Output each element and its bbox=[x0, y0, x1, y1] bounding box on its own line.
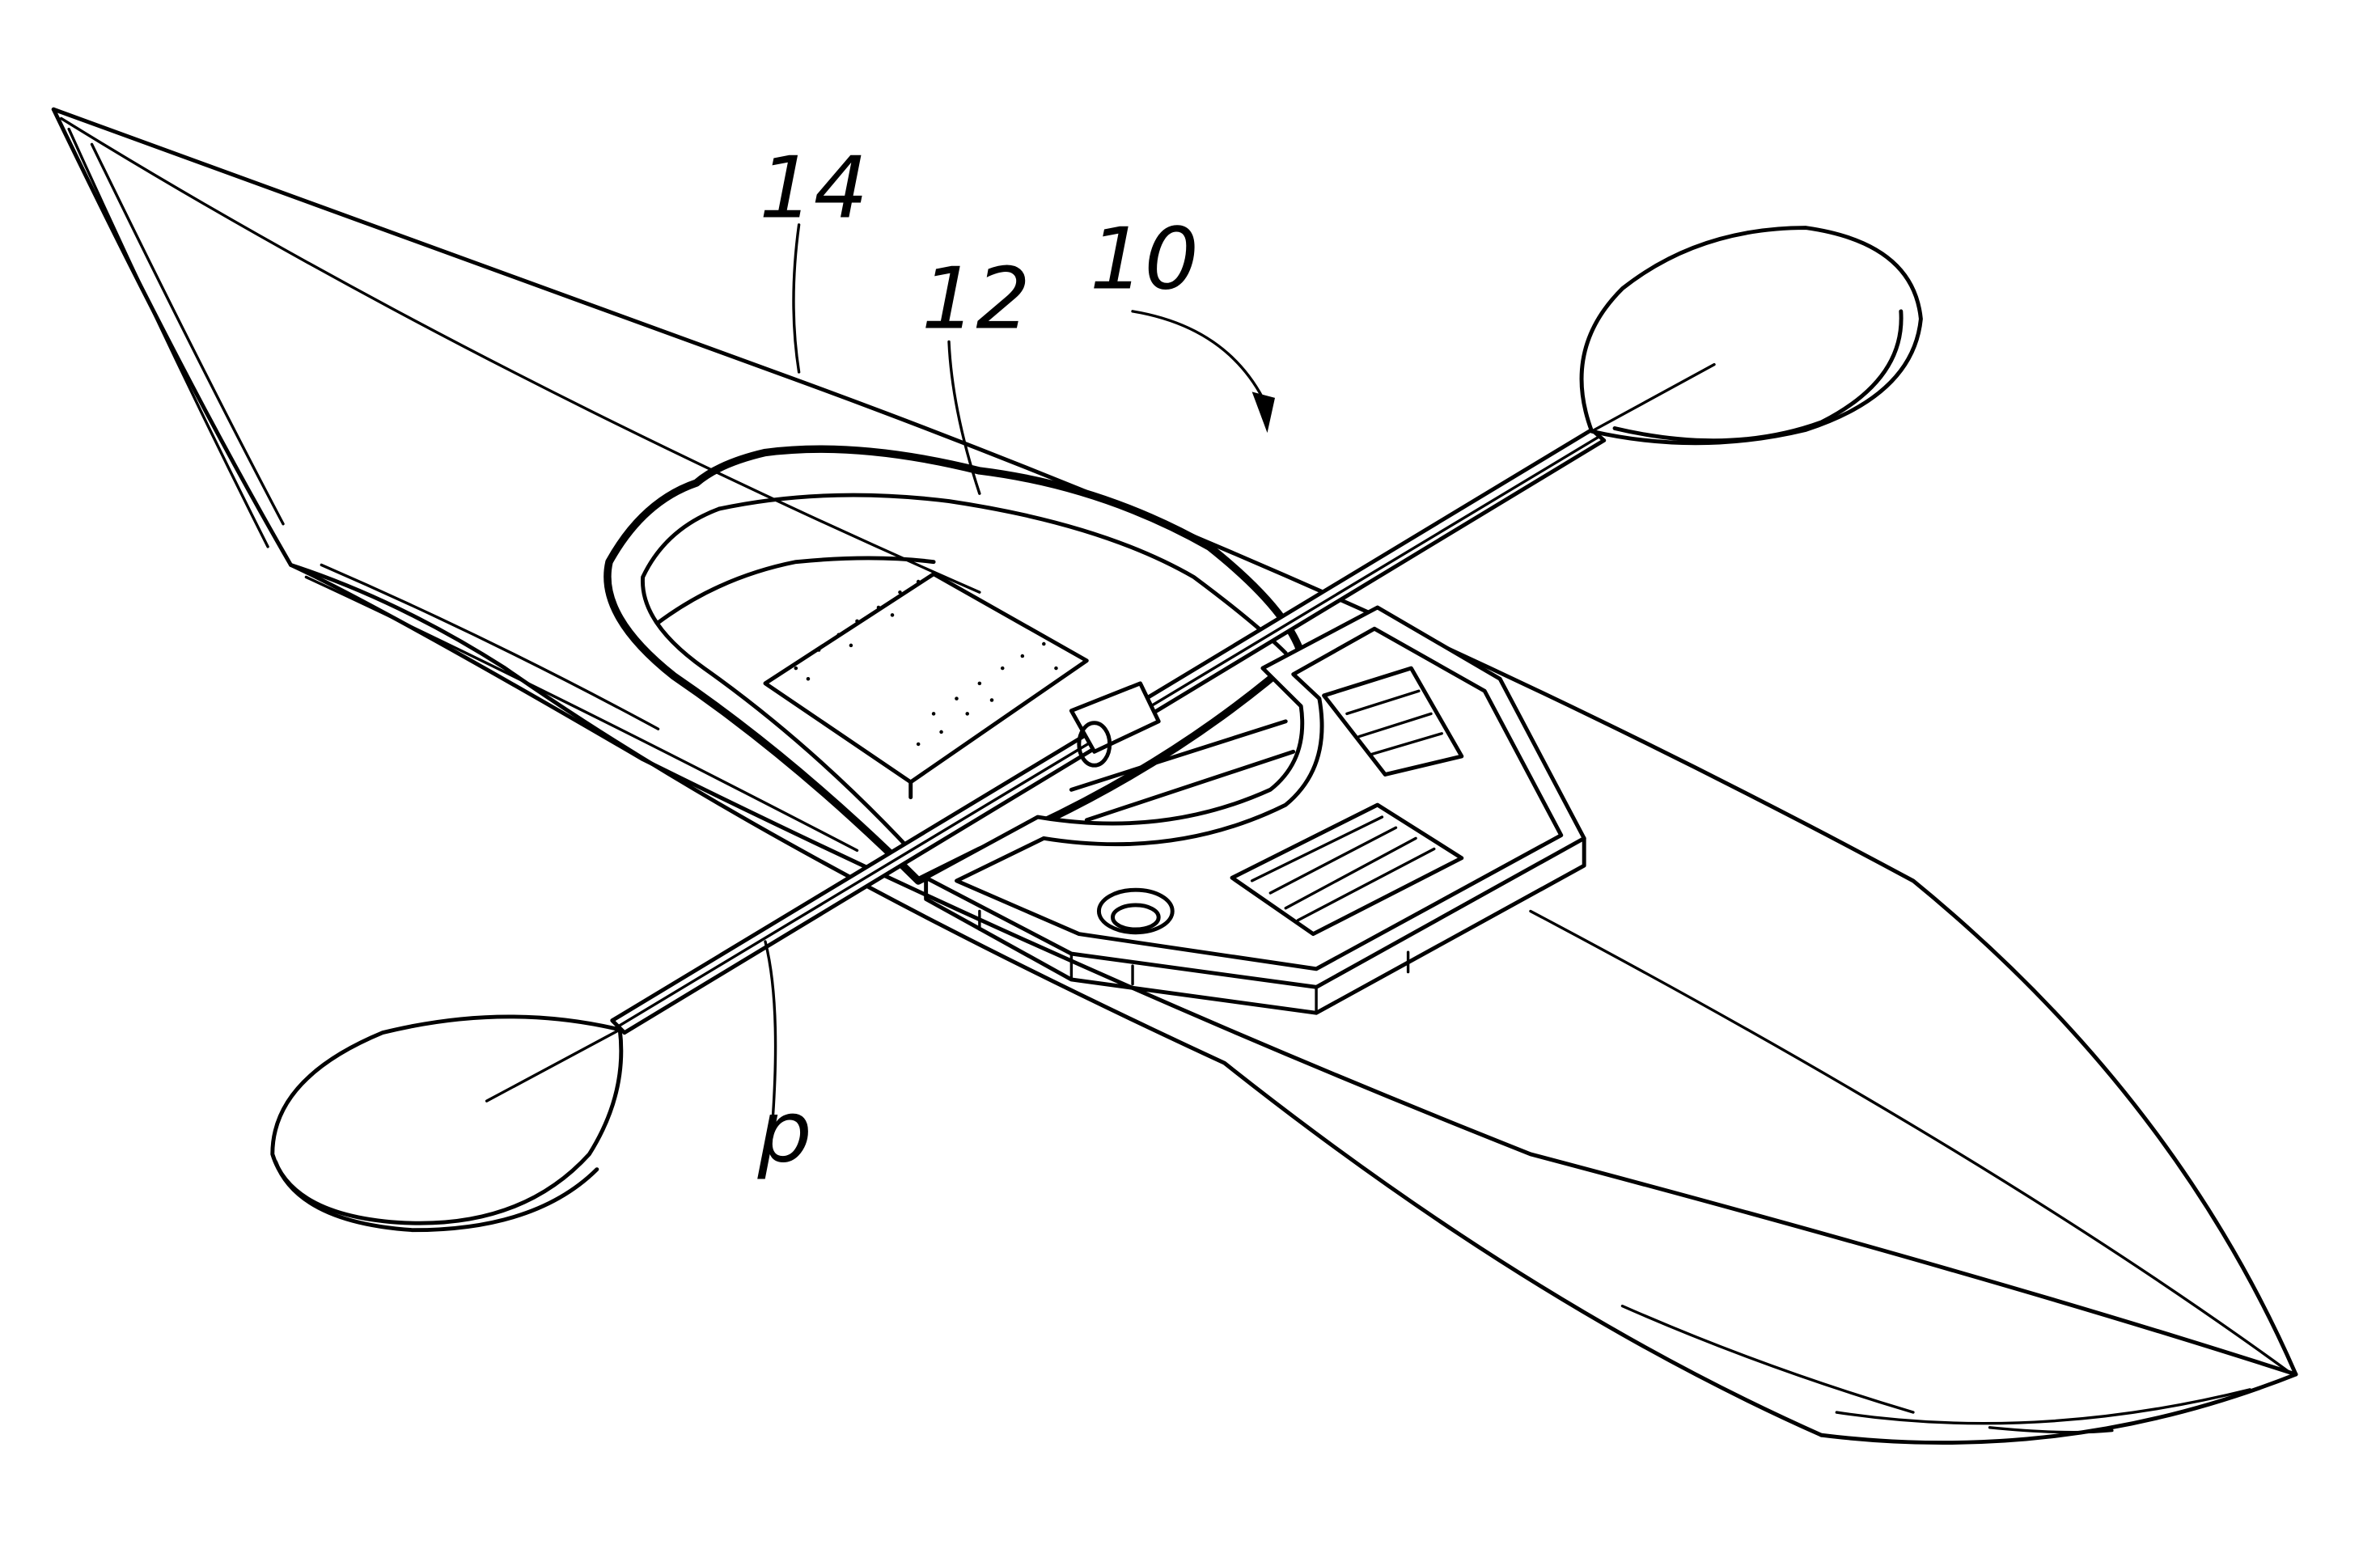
callouts: 14 12 10 p bbox=[757, 138, 1276, 1183]
cup-holder bbox=[1096, 887, 1175, 935]
label-paddle: p bbox=[757, 1083, 812, 1183]
arrowhead-assembly bbox=[1251, 391, 1276, 434]
leader-hull bbox=[792, 223, 801, 374]
leader-paddle bbox=[764, 940, 777, 1118]
deck-tray bbox=[924, 605, 1586, 1015]
cockpit bbox=[603, 445, 1305, 885]
paddle-clamp bbox=[1069, 681, 1161, 754]
seat-texture bbox=[794, 579, 1058, 747]
leader-assembly bbox=[1131, 310, 1264, 400]
label-assembly: 10 bbox=[1090, 209, 1199, 309]
label-hull: 14 bbox=[759, 138, 868, 238]
storage-recess-large bbox=[1230, 802, 1464, 937]
storage-recess-small bbox=[1322, 666, 1464, 777]
kayak-hull bbox=[51, 107, 2298, 1445]
paddle-blade-upper bbox=[1579, 226, 1923, 446]
leader-cockpit-rim bbox=[947, 340, 981, 495]
label-cockpit-rim: 12 bbox=[921, 249, 1031, 349]
paddle bbox=[270, 226, 1923, 1233]
